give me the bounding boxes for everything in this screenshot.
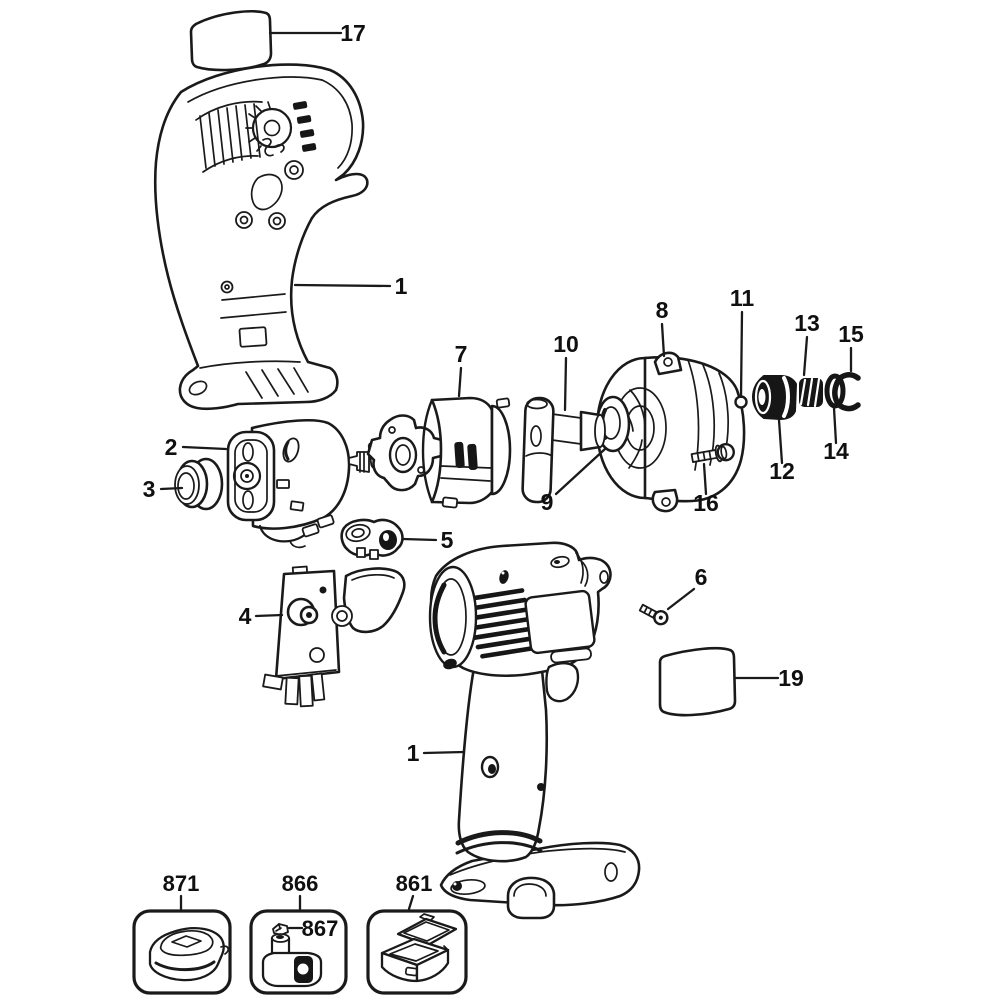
leader-1-top bbox=[293, 283, 392, 288]
charger-icon bbox=[148, 927, 230, 982]
part-spring bbox=[799, 377, 823, 408]
motor-front-face bbox=[226, 430, 276, 522]
leader-12 bbox=[777, 418, 784, 465]
callout-9: 9 bbox=[541, 489, 554, 515]
part-hammer-case bbox=[595, 351, 746, 513]
housing-handle bbox=[455, 661, 549, 863]
battery-cap-867-icon bbox=[272, 923, 289, 936]
part-retaining-ring bbox=[832, 372, 861, 412]
callout-labels: 17 1 2 3 4 5 6 7 8 9 10 11 12 13 14 15 1… bbox=[143, 20, 864, 941]
callout-15: 15 bbox=[838, 321, 864, 347]
part-wire-clip bbox=[340, 518, 404, 560]
callout-871: 871 bbox=[163, 871, 200, 896]
callout-16: 16 bbox=[693, 490, 719, 516]
part-switch-assembly bbox=[262, 565, 406, 708]
leader-3 bbox=[159, 486, 184, 491]
leader-5 bbox=[401, 537, 438, 542]
part-motor-end-cap bbox=[174, 457, 224, 511]
callout-2: 2 bbox=[165, 434, 178, 460]
motor-lead-wires bbox=[258, 514, 335, 549]
leader-6 bbox=[666, 587, 696, 611]
callout-1-top: 1 bbox=[395, 273, 408, 299]
part-label-sticker-17 bbox=[189, 10, 273, 72]
callout-6: 6 bbox=[695, 564, 708, 590]
callout-14: 14 bbox=[823, 438, 849, 464]
part-screw-16 bbox=[690, 443, 735, 463]
part-collar-sleeve bbox=[752, 375, 797, 420]
part-washer bbox=[824, 373, 846, 409]
leader-11 bbox=[739, 310, 744, 399]
rim-slots bbox=[292, 101, 317, 152]
kit-box-icon bbox=[380, 913, 458, 983]
callout-19: 19 bbox=[778, 665, 804, 691]
leader-10 bbox=[563, 356, 568, 412]
screw-bosses bbox=[220, 160, 304, 294]
callout-5: 5 bbox=[441, 527, 454, 553]
leader-8 bbox=[660, 322, 666, 358]
part-housing-half-inner bbox=[153, 63, 369, 411]
leader-4 bbox=[254, 613, 284, 618]
leader-1-bottom bbox=[422, 750, 466, 755]
leader-13 bbox=[802, 335, 809, 377]
callout-3: 3 bbox=[143, 476, 156, 502]
motor-shaft bbox=[348, 451, 370, 473]
trigger-paddle bbox=[342, 567, 406, 634]
callout-7: 7 bbox=[455, 341, 468, 367]
callout-10: 10 bbox=[553, 331, 579, 357]
part-motor bbox=[226, 418, 370, 549]
callout-867: 867 bbox=[302, 916, 339, 941]
callout-17: 17 bbox=[340, 20, 366, 46]
part-screw-6 bbox=[638, 603, 669, 626]
leader-16 bbox=[702, 462, 708, 496]
callout-11: 11 bbox=[730, 285, 755, 311]
leader-7 bbox=[457, 366, 463, 398]
housing-nose bbox=[428, 565, 478, 670]
leader-14 bbox=[832, 406, 838, 445]
switch-terminals bbox=[262, 669, 337, 708]
callout-13: 13 bbox=[794, 310, 820, 336]
accessory-box-866 bbox=[249, 909, 348, 995]
base-tab bbox=[506, 876, 556, 920]
trigger-and-lever bbox=[545, 647, 592, 703]
vent-grille bbox=[469, 588, 534, 659]
part-housing-half-outer bbox=[428, 541, 641, 920]
accessory-box-871 bbox=[132, 909, 232, 995]
leader-9 bbox=[554, 447, 607, 496]
battery-pack-icon bbox=[261, 933, 323, 988]
callout-1-bottom: 1 bbox=[407, 740, 420, 766]
part-gear-case bbox=[366, 396, 512, 509]
planet-carrier bbox=[366, 414, 444, 492]
leader-861 bbox=[407, 894, 415, 911]
part-label-sticker-19 bbox=[658, 646, 737, 717]
callout-12: 12 bbox=[769, 458, 795, 484]
accessory-box-861 bbox=[366, 909, 468, 995]
nameplate-recess bbox=[524, 589, 596, 655]
leader-2 bbox=[181, 445, 228, 451]
part-anvil-assembly bbox=[521, 396, 606, 504]
internal-gear-detail bbox=[245, 101, 293, 152]
case-mounting-lugs bbox=[651, 351, 683, 513]
callout-4: 4 bbox=[239, 603, 252, 629]
leader-lines bbox=[159, 31, 853, 930]
callout-8: 8 bbox=[656, 297, 669, 323]
motor-cradle-ribs bbox=[195, 100, 263, 173]
callout-866: 866 bbox=[282, 871, 319, 896]
anvil-cross-pin bbox=[521, 396, 555, 504]
callout-861: 861 bbox=[396, 871, 433, 896]
